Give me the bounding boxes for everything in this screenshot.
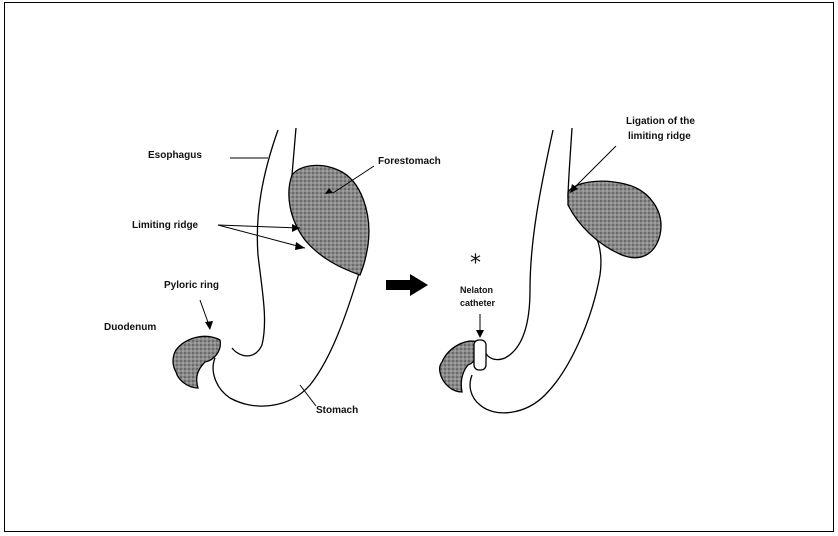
- stomach-leader: [300, 385, 316, 406]
- label-nelaton-line2: catheter: [460, 298, 496, 308]
- catheter-arrowhead: [476, 330, 484, 338]
- label-duodenum: Duodenum: [104, 322, 156, 333]
- right-leader-lines: [480, 146, 616, 334]
- label-ligation-line2: limiting ridge: [628, 131, 691, 142]
- right-esophagus-left-wall: [485, 130, 553, 360]
- left-esophagus-right-wall: [292, 128, 296, 175]
- nelaton-catheter-tube: [474, 340, 486, 370]
- label-stomach: Stomach: [316, 405, 358, 416]
- limiting-ridge-arrowhead-2: [295, 242, 305, 250]
- label-forestomach: Forestomach: [378, 156, 441, 167]
- right-arrow-icon: [386, 274, 428, 296]
- ligated-forestomach: [568, 181, 661, 257]
- left-stomach-diagram: [173, 128, 369, 406]
- label-ligation-line1: Ligation of the: [626, 116, 695, 127]
- label-esophagus: Esophagus: [148, 150, 202, 161]
- left-greater-curvature: [213, 270, 360, 406]
- right-greater-curvature: [470, 205, 601, 413]
- left-stomach-inner-wall: [232, 130, 278, 356]
- asterisk-mark: *: [470, 251, 481, 276]
- right-arrowheads: [476, 184, 578, 338]
- label-limiting-ridge: Limiting ridge: [132, 220, 199, 231]
- forestomach-region: [289, 165, 369, 275]
- pyloric-ring-arrowhead: [205, 321, 213, 330]
- label-pyloric-ring: Pyloric ring: [164, 280, 219, 291]
- right-duodenum-shape: [440, 341, 480, 392]
- limiting-ridge-leader-1: [218, 225, 300, 228]
- label-nelaton-line1: Nelaton: [460, 285, 493, 295]
- limiting-ridge-leader-2: [218, 225, 305, 248]
